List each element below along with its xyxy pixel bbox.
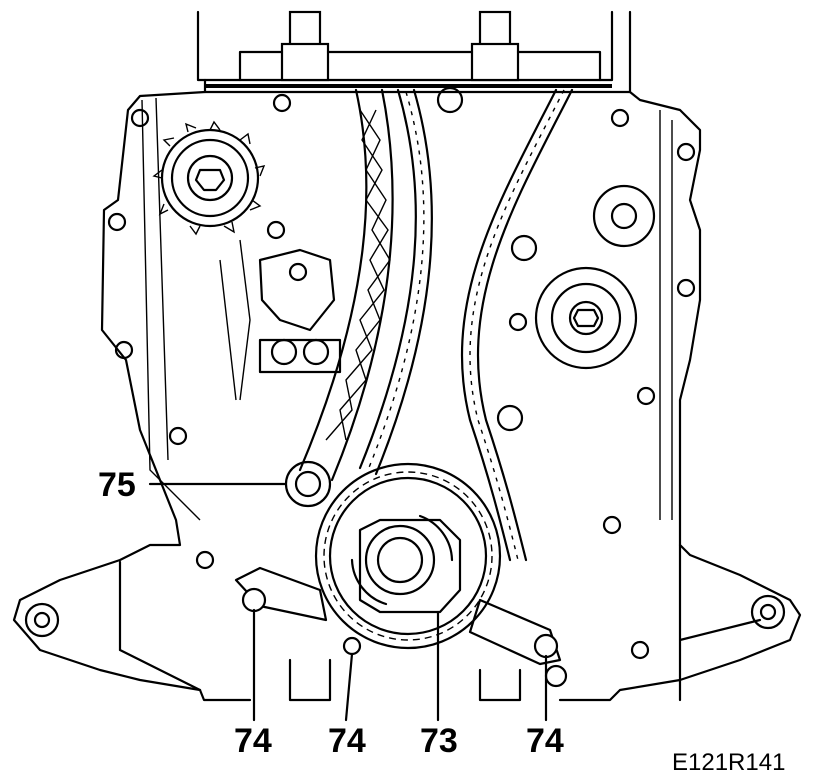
figure-reference-code: E121R141 xyxy=(672,749,785,776)
callout-74-middle: 74 xyxy=(328,722,366,760)
callout-73: 73 xyxy=(420,722,458,760)
callout-75: 75 xyxy=(98,466,136,504)
inner-casting-detail xyxy=(219,220,342,401)
engine-block-outline xyxy=(12,90,802,702)
callout-74-right: 74 xyxy=(526,722,564,760)
cylinder-head-cover xyxy=(196,10,632,94)
guide-pivot-bolt xyxy=(284,460,332,508)
chain-guide xyxy=(298,88,394,482)
callout-leaders xyxy=(148,482,548,722)
crankshaft-sprocket xyxy=(314,462,502,650)
timing-chain-left-run xyxy=(358,88,433,476)
timing-chain-right-run xyxy=(460,88,574,562)
callout-74-left: 74 xyxy=(234,722,272,760)
upper-left-sprocket xyxy=(152,120,266,236)
upper-right-pulleys xyxy=(534,184,656,370)
perimeter-bolt-holes xyxy=(107,86,696,660)
